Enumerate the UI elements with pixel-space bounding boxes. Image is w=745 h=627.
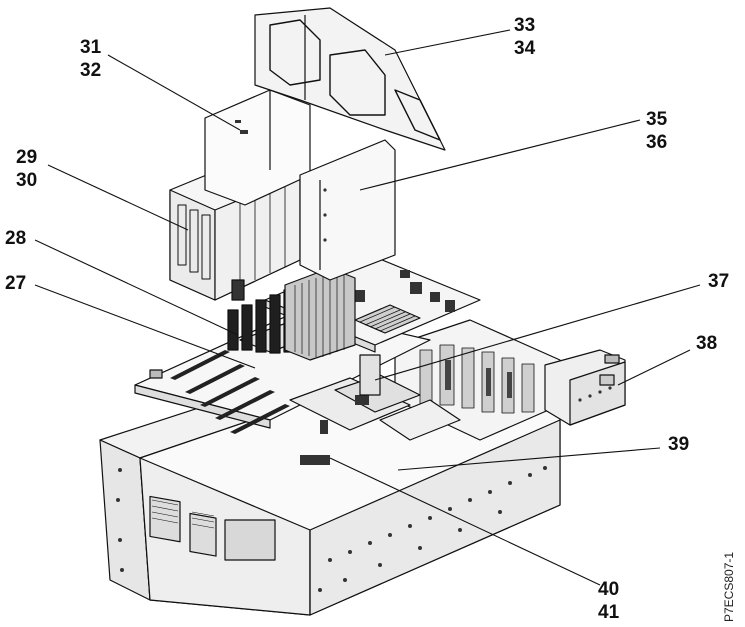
callout-label: 40: [598, 579, 620, 600]
callout-29-30: 29 30: [16, 146, 37, 192]
drive-cage: [169, 154, 301, 301]
memory-and-heatsink: [227, 267, 356, 361]
top-bracket: [254, 7, 446, 151]
callout-label: 31: [80, 37, 102, 58]
callout-label: 28: [5, 228, 27, 249]
callout-31-32: 31 32: [80, 36, 101, 82]
callout-37: 37: [708, 270, 729, 293]
callout-27: 27: [5, 272, 26, 295]
callout-label: 33: [514, 15, 536, 36]
side-shroud: [299, 139, 396, 281]
callout-label: 39: [668, 434, 690, 455]
callout-28: 28: [5, 227, 26, 250]
callout-label: 37: [708, 271, 730, 292]
callout-label: 32: [80, 60, 102, 81]
leader-lines: [34, 29, 701, 586]
callout-38: 38: [696, 332, 717, 355]
chassis: [99, 374, 561, 616]
callout-label: 35: [646, 109, 668, 130]
callout-label: 29: [16, 147, 38, 168]
figure-id: P7ECS807-1: [722, 551, 736, 622]
callout-label: 30: [16, 170, 38, 191]
callout-label: 34: [514, 38, 536, 59]
callout-label: 27: [5, 273, 27, 294]
callout-39: 39: [668, 433, 689, 456]
callout-label: 36: [646, 132, 668, 153]
callout-35-36: 35 36: [646, 108, 667, 154]
callout-label: 41: [598, 602, 620, 623]
callout-40-41: 40 41: [598, 578, 619, 624]
callout-label: 38: [696, 333, 718, 354]
power-supplies: [544, 349, 626, 426]
callout-33-34: 33 34: [514, 14, 535, 60]
